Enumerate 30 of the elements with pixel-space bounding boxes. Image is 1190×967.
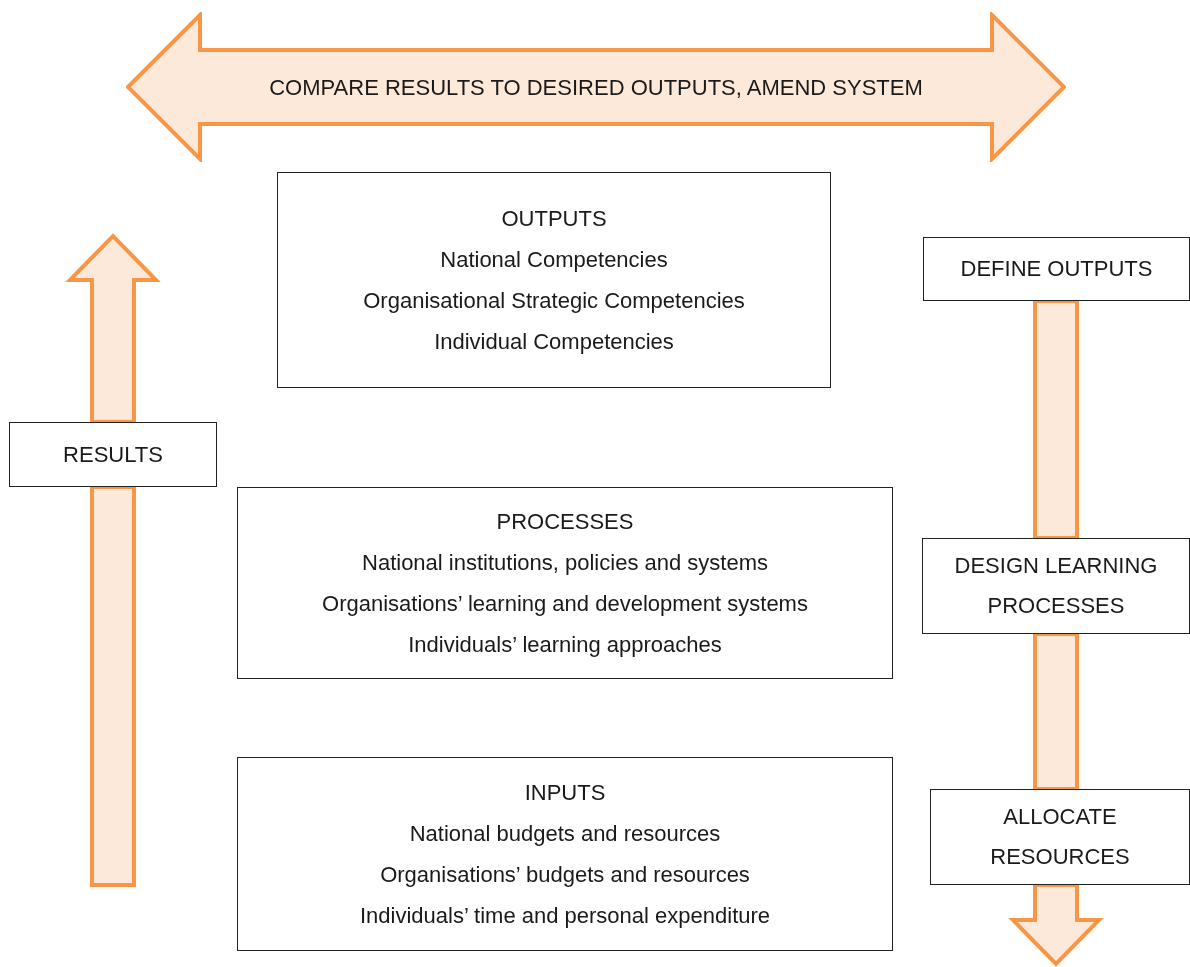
box-heading: PROCESSES (496, 508, 634, 536)
double-arrow-banner (126, 12, 1066, 162)
level-box (277, 172, 831, 388)
level-box (237, 757, 893, 951)
block-arrow-shaft (1033, 299, 1079, 540)
box-text: National budgets and resources (409, 820, 721, 848)
step-box (922, 538, 1190, 634)
step-box (9, 422, 217, 487)
box-text: National institutions, policies and systems (362, 549, 768, 577)
box-text: Individuals’ learning approaches (408, 631, 722, 659)
box-text: Organisations’ budgets and resources (380, 861, 750, 889)
step-box (930, 789, 1190, 885)
box-text: RESULTS (63, 440, 163, 469)
box-text: Individual Competencies (434, 328, 674, 356)
box-text: Individuals’ time and personal expenditure (359, 902, 771, 930)
box-text: National Competencies (440, 246, 668, 274)
box-text: Organisational Strategic Competencies (363, 287, 745, 315)
box-heading: INPUTS (524, 779, 606, 807)
box-text: ALLOCATE RESOURCES (989, 803, 1131, 871)
box-heading: OUTPUTS (501, 205, 607, 233)
box-text: DEFINE OUTPUTS (960, 255, 1153, 283)
box-text: DESIGN LEARNING PROCESSES (953, 552, 1159, 620)
box-text: COMPARE RESULTS TO DESIRED OUTPUTS, AMEND SYSTEM (269, 73, 923, 102)
block-arrow-shaft (1033, 632, 1079, 791)
block-arrow (1008, 883, 1104, 967)
block-arrow (65, 233, 161, 424)
level-box (237, 487, 893, 679)
box-text: Organisations’ learning and development systems (322, 590, 808, 618)
block-arrow-shaft (90, 485, 136, 887)
step-box (923, 237, 1190, 301)
